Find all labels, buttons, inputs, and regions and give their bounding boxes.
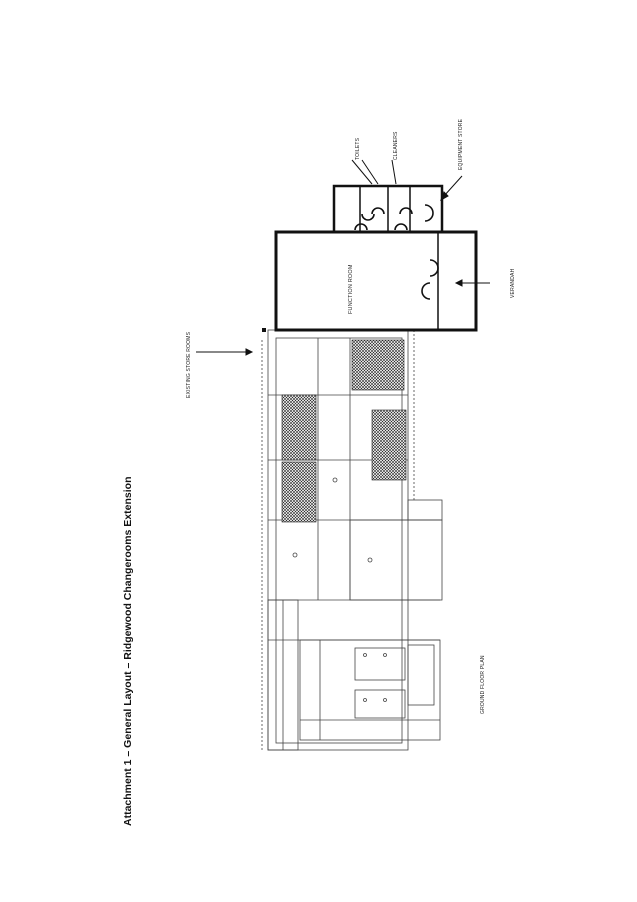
label-toilets: TOILETS	[355, 137, 361, 160]
new-extension	[274, 184, 478, 332]
label-equipment-store: EQUIPMENT STORE	[458, 118, 464, 170]
label-ground-floor-plan: GROUND FLOOR PLAN	[480, 655, 486, 714]
existing-building	[261, 329, 443, 751]
annotation-arrows	[196, 159, 490, 356]
hatched-areas	[281, 339, 407, 523]
label-cleaners: CLEANERS	[393, 131, 399, 160]
label-verandah: VERANDAH	[510, 268, 516, 298]
label-function-room: FUNCTION ROOM	[348, 264, 354, 314]
label-existing-store-rooms: EXISTING STORE ROOMS	[186, 331, 192, 398]
